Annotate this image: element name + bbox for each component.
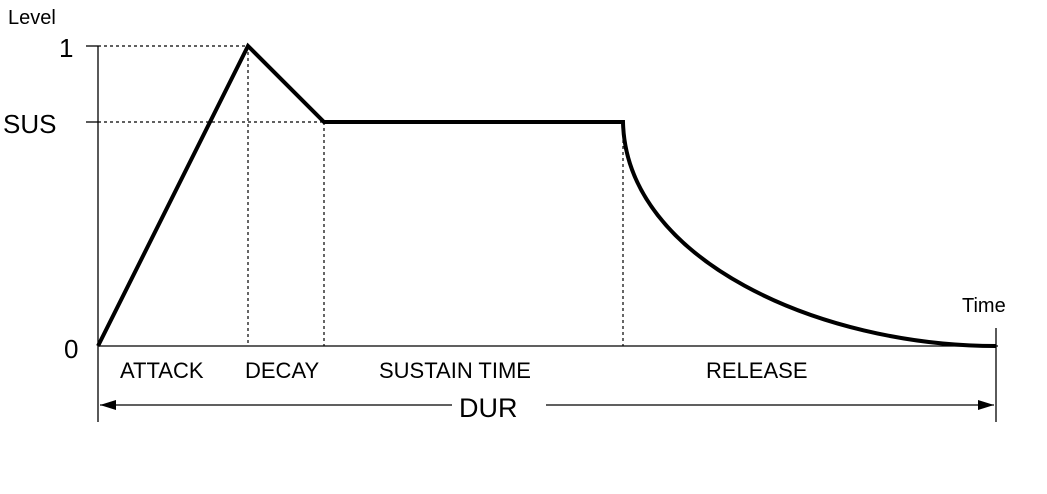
duration-arrowhead-left: [100, 400, 116, 410]
duration-label: DUR: [459, 393, 518, 423]
x-axis-label: Time: [962, 295, 1006, 317]
y-tick-label-sus: SUS: [3, 109, 56, 139]
phase-label-attack: ATTACK: [120, 358, 204, 383]
envelope-curve: [96, 42, 997, 348]
duration-arrowhead-right: [978, 400, 994, 410]
phase-label-release: RELEASE: [706, 358, 808, 383]
y-tick-label-zero: 0: [64, 334, 78, 364]
y-tick-label-one: 1: [59, 33, 73, 63]
y-axis-label: Level: [8, 7, 56, 29]
phase-label-decay: DECAY: [245, 358, 319, 383]
phase-label-sustain: SUSTAIN TIME: [379, 358, 531, 383]
